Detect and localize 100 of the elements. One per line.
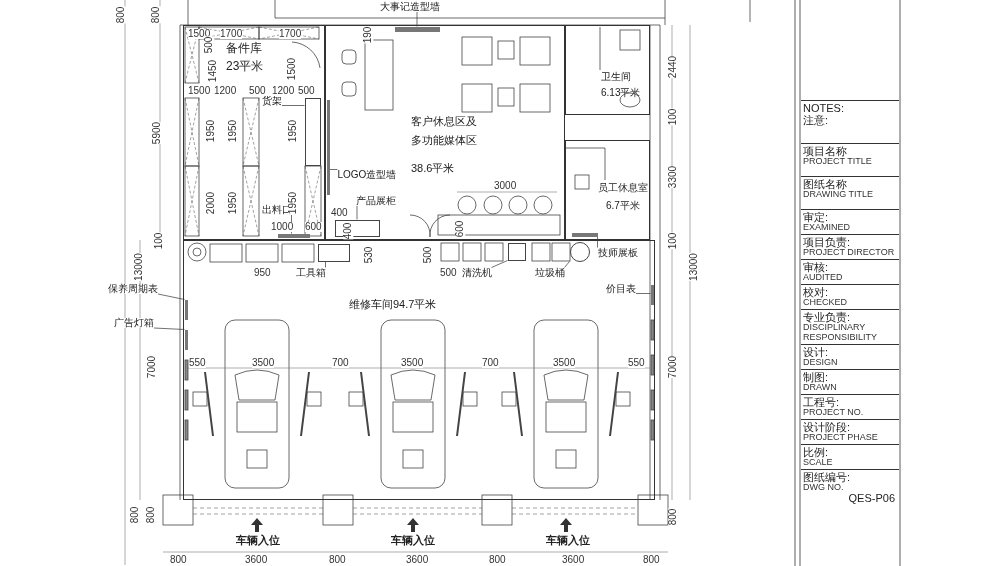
- dimension-text: 800: [151, 6, 162, 24]
- room-outline: [565, 25, 650, 115]
- room-outline: [565, 140, 650, 240]
- dimension-text: 1950: [228, 191, 239, 215]
- dimension-text: 400: [331, 208, 348, 218]
- wall-chart: [184, 299, 188, 320]
- dimension-text: 400: [343, 222, 354, 240]
- dimension-text: 5900: [152, 121, 163, 145]
- room-area: 38.6平米: [411, 161, 455, 176]
- dimension-text: 1950: [206, 119, 217, 143]
- leader-line: [356, 205, 358, 220]
- title-block-text: 设计阶段:: [803, 420, 852, 433]
- dimension-text: 700: [332, 358, 349, 368]
- callout-label: 技师展板: [597, 247, 638, 258]
- callout-label: LOGO造型墙: [337, 169, 397, 180]
- dimension-text: 550: [189, 358, 206, 368]
- dimension-text: 800: [643, 555, 660, 565]
- title-block-text: DWG NO.: [803, 482, 844, 493]
- dimension-text: 800: [146, 506, 157, 524]
- leader-line: [491, 260, 508, 268]
- dimension-text: 13000: [688, 253, 699, 281]
- dimension-text: 1000: [271, 222, 294, 232]
- dimension-text: 500: [423, 246, 434, 264]
- title-block-text: 项目负责:: [803, 236, 852, 248]
- dimension-text: 2440: [668, 55, 679, 79]
- title-block-text: PROJECT DIRECTOR: [803, 248, 896, 258]
- title-block-text: AUDITED: [803, 273, 844, 283]
- dimension-text: 3500: [553, 358, 576, 368]
- leader-line: [281, 105, 305, 106]
- price-board: [650, 284, 654, 305]
- title-block-text: EXAMINED: [803, 223, 851, 233]
- dimension-text: 190: [363, 26, 374, 44]
- callout-label: 保养周期表: [108, 284, 158, 294]
- callout-label: 垃圾桶: [534, 267, 565, 278]
- dimension-text: 3600: [245, 555, 268, 565]
- leader-line: [597, 236, 598, 248]
- title-block-text: 图纸名称: [803, 178, 848, 190]
- title-block-text: 图纸编号:: [803, 470, 852, 483]
- dimension-text: 1450: [208, 59, 219, 83]
- entry-label: 车辆入位: [546, 535, 590, 546]
- title-block-text: SCALE: [803, 457, 834, 468]
- dimension-text: 3500: [252, 358, 275, 368]
- leader-line: [416, 11, 418, 27]
- feature-wall: [326, 99, 330, 195]
- title-block-text: 审定:: [803, 211, 829, 223]
- dimension-text: 7000: [668, 355, 679, 379]
- dimension-text: 800: [489, 555, 506, 565]
- leader-line: [325, 261, 326, 268]
- title-block-text: DRAWING TITLE: [803, 190, 874, 200]
- room-name: 卫生间: [601, 70, 631, 84]
- title-block-text: PROJECT PHASE: [803, 432, 879, 443]
- title-block-text: CHECKED: [803, 298, 848, 308]
- callout-label: 价目表: [605, 283, 636, 294]
- dimension-text: 1700: [279, 29, 302, 39]
- light-box: [184, 329, 188, 350]
- room-name: 员工休息室: [598, 181, 648, 195]
- leader-line: [564, 261, 570, 268]
- dimension-text: 100: [154, 232, 165, 250]
- leader-line: [153, 327, 185, 330]
- dimension-text: 600: [455, 220, 466, 238]
- title-block-text: 校对:: [803, 285, 829, 298]
- room-name: 备件库: [226, 40, 262, 57]
- callout-label: 大事记造型墙: [380, 2, 440, 12]
- dimension-text: 500: [298, 86, 315, 96]
- dimension-text: 100: [668, 108, 679, 126]
- title-block-text: PROJECT TITLE: [803, 157, 873, 167]
- dimension-text: 500: [204, 36, 215, 54]
- feature-wall: [394, 26, 440, 32]
- leader-line: [329, 169, 338, 170]
- title-block-text: 工程号:: [803, 395, 840, 408]
- dimension-text: 3300: [668, 165, 679, 189]
- title-block-text: NOTES:: [803, 102, 845, 115]
- callout-label: 工具箱: [295, 267, 326, 278]
- title-block-text: PROJECT NO.: [803, 407, 865, 418]
- dimension-text: 800: [116, 6, 127, 24]
- room-name: 维修车间94.7平米: [349, 297, 437, 312]
- callout-label: 产品展柜: [355, 195, 396, 206]
- dimension-text: 700: [482, 358, 499, 368]
- room-area: 6.7平米: [606, 199, 640, 213]
- dimension-text: 1500: [287, 57, 298, 81]
- dimension-text: 7000: [147, 355, 158, 379]
- dimension-text: 950: [254, 268, 271, 278]
- entry-label: 车辆入位: [236, 535, 280, 546]
- title-block-text: DESIGN: [803, 357, 839, 368]
- title-block-text: 比例:: [803, 445, 829, 458]
- dimension-text: 1950: [228, 119, 239, 143]
- dimension-text: 3500: [401, 358, 424, 368]
- dimension-text: 1950: [288, 191, 299, 215]
- dimension-text: 3600: [406, 555, 429, 565]
- dimension-text: 3000: [494, 181, 517, 191]
- title-block-text: 制图:: [803, 370, 829, 383]
- dimension-text: 1500: [188, 86, 211, 96]
- dimension-text: 800: [668, 508, 679, 526]
- shelf-unit: [304, 97, 321, 166]
- dimension-text: 100: [668, 232, 679, 250]
- callout-label: 清洗机: [461, 267, 492, 278]
- dimension-text: 530: [364, 246, 375, 264]
- tool-cabinet: [317, 243, 350, 262]
- title-block-text: 专业负责:: [803, 310, 851, 323]
- room-area: 6.13平米: [601, 86, 641, 100]
